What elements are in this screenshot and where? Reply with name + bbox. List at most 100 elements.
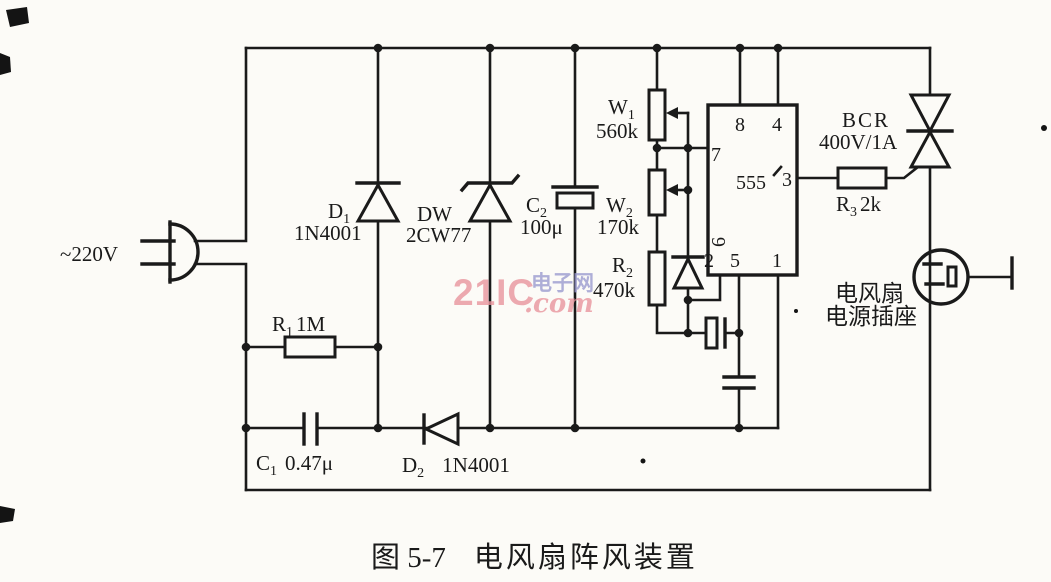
dw-label: DW [417, 202, 452, 226]
junction-dot [683, 185, 693, 195]
resistor-r3 [836, 166, 888, 190]
junction-dot [570, 423, 580, 433]
junction-dot [373, 423, 383, 433]
r2-label: R2 [612, 253, 633, 281]
d1-value: 1N4001 [294, 221, 362, 245]
plug-arc [168, 222, 200, 282]
ic-pin6-label-group: 6 [708, 237, 730, 247]
w1-wiper-arrow [666, 107, 678, 119]
junction-dot [734, 423, 744, 433]
ic-pin6-label: 6 [708, 237, 730, 247]
junction-dot [485, 423, 495, 433]
scan-speck [1041, 125, 1047, 131]
ic-555-label: 555 [736, 172, 766, 194]
d2-triangle [422, 411, 460, 447]
junction-dot [735, 43, 745, 53]
w2-label: W2 [606, 193, 633, 221]
junction-dot [773, 43, 783, 53]
d1-label: D1 [328, 199, 350, 227]
c2-label: C2 [526, 193, 547, 221]
diode-d1 [355, 181, 401, 223]
ch-left-plate [704, 316, 719, 350]
scan-blob [0, 506, 15, 523]
socket-label-line1: 电风扇 [835, 281, 904, 306]
junction-dot [241, 342, 251, 352]
scan-artifacts [0, 7, 1047, 523]
r1-body [283, 335, 337, 359]
diode-d3 [671, 255, 705, 290]
socket-slot-right [946, 265, 958, 288]
d3-triangle [671, 255, 705, 290]
junction-dot [373, 342, 383, 352]
r2-value: 470k [593, 278, 636, 302]
r2-body [647, 250, 667, 307]
ic-pin3-label: 3 [782, 169, 792, 191]
junction-dot [485, 43, 495, 53]
capacitor-c1 [302, 412, 319, 446]
fan-socket-symbol [912, 248, 970, 306]
triac-bcr [906, 93, 954, 169]
junction-dot [241, 423, 251, 433]
scan-speck [640, 458, 646, 464]
bcr-label: BCR [842, 108, 890, 132]
watermark-suffix: .com [524, 289, 594, 319]
junction-dot [570, 43, 580, 53]
ic-pin1-label: 1 [772, 250, 782, 272]
resistor-r2 [647, 250, 667, 307]
ic-pin2-label: 2 [704, 250, 714, 272]
junction-dot [373, 43, 383, 53]
plug-upper-wire [193, 46, 248, 243]
junction-dot [652, 143, 662, 153]
ic-pin7-label: 7 [711, 144, 721, 166]
w2-body [647, 168, 667, 217]
junction-dot [683, 295, 693, 305]
scan-blob [0, 53, 11, 75]
watermark-brand: 21IC [453, 272, 535, 313]
ic-tick-mark [772, 165, 783, 177]
junction-dot [683, 143, 693, 153]
socket-circle [912, 248, 970, 306]
dw-triangle [467, 181, 513, 223]
pin2-6-wire [686, 273, 722, 302]
r3-body [836, 166, 888, 190]
capacitor-c2 [551, 185, 599, 210]
d1-triangle [355, 181, 401, 223]
diode-d2 [422, 411, 460, 447]
socket-label-line2: 电源插座 [825, 304, 917, 329]
ic-pin5-label: 5 [730, 250, 740, 272]
scan-speck [794, 309, 798, 313]
bcr-value: 400V/1A [819, 130, 898, 154]
ic-555 [706, 103, 799, 277]
potentiometer-w1 [647, 88, 678, 142]
ic-pin8-label: 8 [735, 114, 745, 136]
mains-voltage-label: ~220V [60, 242, 118, 266]
r2-bottom-wire [655, 303, 708, 335]
junction-dots [241, 43, 783, 433]
capacitor-cv [722, 375, 756, 390]
junction-dot [734, 328, 744, 338]
w1-value: 560k [596, 119, 639, 143]
junction-dot [683, 328, 693, 338]
c2-bottom-plate [555, 191, 595, 210]
dw-value: 2CW77 [406, 223, 471, 247]
w2-value: 170k [597, 215, 640, 239]
ic-555-body [706, 103, 799, 277]
potentiometer-w2 [647, 168, 678, 217]
triac-lower-triangle [908, 128, 952, 169]
left-rail-wire [193, 262, 248, 492]
w1-body [647, 88, 667, 142]
w2-wiper-arrow [666, 184, 678, 196]
capacitor-ch [704, 316, 727, 350]
watermark: 21IC 电子网 .com [453, 272, 594, 319]
scan-blob [6, 7, 29, 27]
c2-value: 100μ [520, 215, 563, 239]
zener-dw [459, 173, 521, 223]
resistor-r1 [283, 335, 337, 359]
